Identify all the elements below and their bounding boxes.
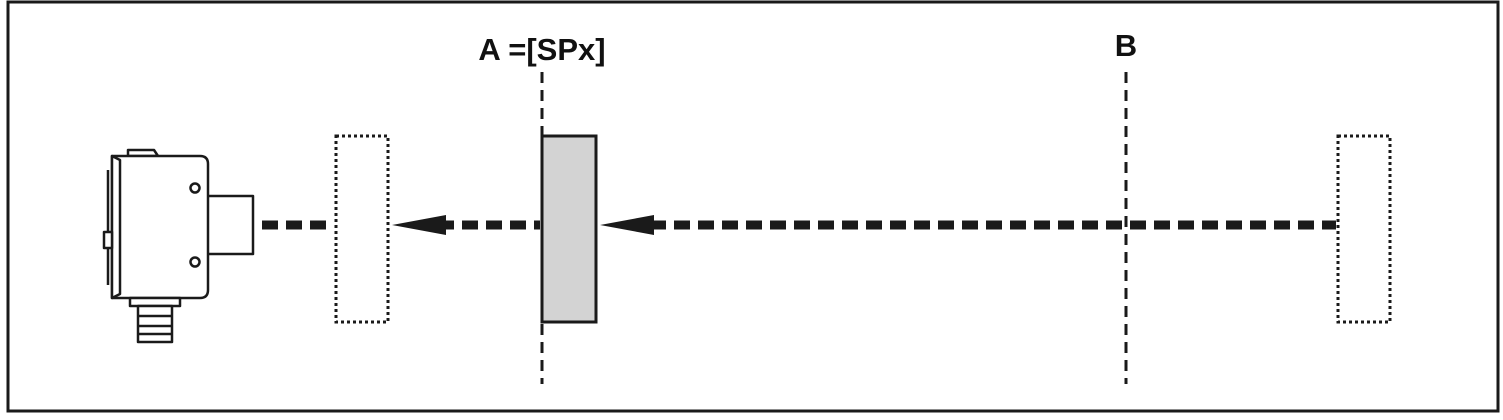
arrowhead-left-icon (600, 215, 654, 235)
object-outline-far (1336, 134, 1392, 324)
diagram-frame (6, 0, 1500, 413)
arrowhead-left-icon (392, 215, 446, 235)
photoelectric-sensor-icon (102, 148, 255, 344)
target-object (540, 134, 598, 324)
label-line-a: A =[SPx] (478, 32, 605, 67)
label-line-b: B (1115, 28, 1137, 63)
object-outline-near (334, 134, 390, 324)
